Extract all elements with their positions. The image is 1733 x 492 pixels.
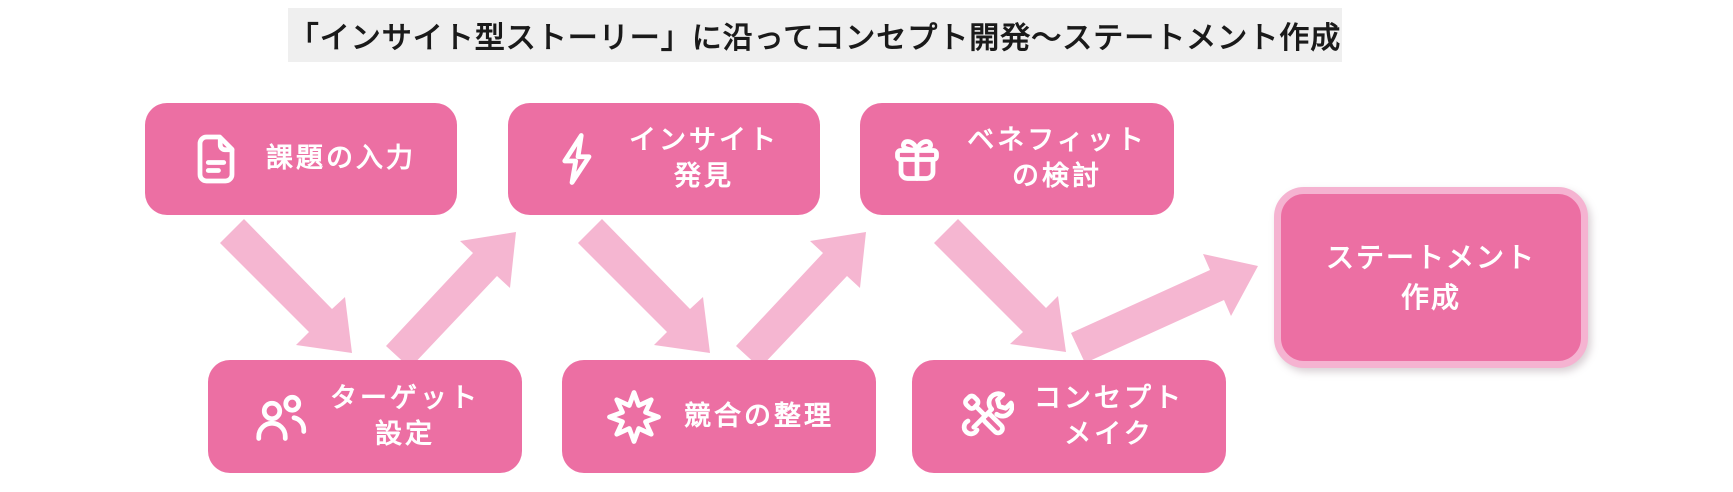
flow-arrow-down-right-2 (578, 219, 710, 353)
step-label: コンセプト メイク (1034, 382, 1184, 450)
diagram-title: 「インサイト型ストーリー」に沿ってコンセプト開発〜ステートメント作成 (288, 21, 1342, 56)
step-label: インサイト 発見 (629, 125, 779, 192)
diagram-title-bar: 「インサイト型ストーリー」に沿ってコンセプト開発〜ステートメント作成 (288, 8, 1342, 62)
tools-icon (961, 390, 1014, 436)
flow-arrow-up-right-1 (386, 232, 516, 368)
step-label: ターゲット 設定 (330, 382, 480, 450)
step-insight-discovery: インサイト 発見 (508, 103, 820, 215)
step-label: ベネフィット の検討 (967, 125, 1147, 192)
step-task-input: 課題の入力 (145, 103, 457, 215)
step-label: 競合の整理 (684, 400, 834, 432)
step-competitor-organize: 競合の整理 (562, 360, 876, 473)
statement-label: ステートメント 作成 (1325, 241, 1536, 314)
document-icon (197, 134, 235, 184)
step-benefit-review: ベネフィット の検討 (860, 103, 1174, 215)
starburst-icon (607, 389, 661, 444)
step-label: 課題の入力 (266, 143, 416, 175)
flow-arrow-down-right-4 (934, 219, 1066, 352)
people-icon (256, 394, 307, 441)
step-target-setting: ターゲット 設定 (208, 360, 522, 473)
gift-icon (895, 139, 940, 181)
flow-arrow-down-right-0 (220, 219, 352, 353)
step-concept-make: コンセプト メイク (912, 360, 1226, 473)
lightning-icon (562, 133, 592, 185)
step-statement-creation: ステートメント 作成 (1274, 187, 1588, 368)
flow-arrow-up-right-5 (1071, 254, 1258, 363)
flow-arrow-up-right-3 (736, 232, 866, 368)
